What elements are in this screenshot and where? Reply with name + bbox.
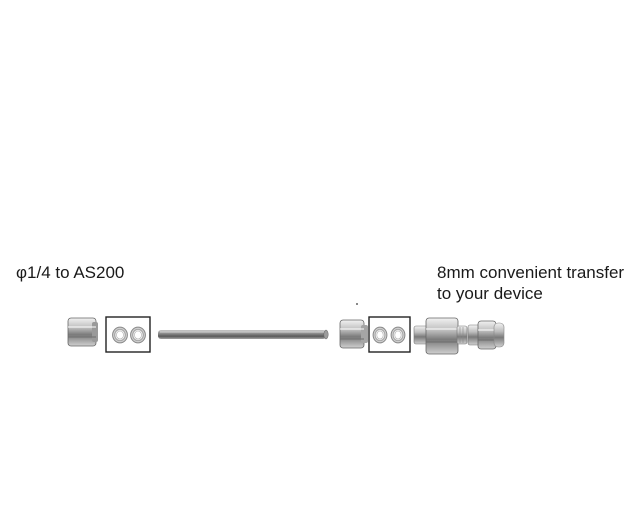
hex-nut-icon	[339, 319, 368, 349]
ferrule-rings-icon	[368, 316, 411, 353]
label-right-line2: to your device	[437, 284, 543, 303]
union-adapter-icon	[413, 317, 468, 355]
hex-nut-icon	[67, 317, 98, 347]
label-right-line1: 8mm convenient transfer	[437, 263, 625, 282]
label-left-spec: φ1/4 to AS200	[16, 263, 125, 282]
ferrule-rings-icon	[105, 316, 151, 353]
stray-dot	[356, 303, 358, 305]
steel-tube-icon	[158, 329, 329, 340]
push-fitting-icon	[467, 320, 505, 350]
label-right-spec: 8mm convenient transfer to your device	[437, 262, 624, 304]
